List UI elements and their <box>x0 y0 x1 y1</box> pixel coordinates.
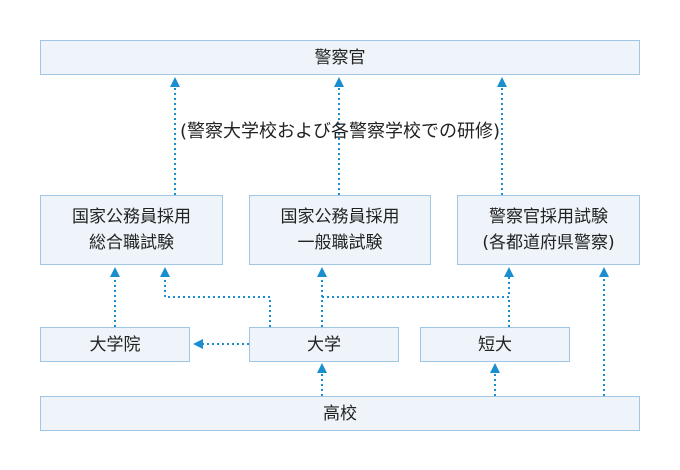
node-daigaku: 大学 <box>249 327 399 362</box>
node-daigakuin-label: 大学院 <box>89 334 141 355</box>
node-keisatsukan-saiyou: 警察官採用試験 (各都道府県警察) <box>457 195 640 265</box>
node-kokka-ippan-line2: 一般職試験 <box>297 233 383 253</box>
node-keisatsukan: 警察官 <box>40 40 640 75</box>
node-tandai-label: 短大 <box>478 334 512 355</box>
node-daigakuin: 大学院 <box>40 327 190 362</box>
node-kokka-ippan-line1: 国家公務員採用 <box>280 207 400 227</box>
node-koukou: 高校 <box>40 396 640 431</box>
connector-daigaku-to-saiyou <box>322 267 514 298</box>
node-kokka-ippan: 国家公務員採用 一般職試験 <box>249 195 431 265</box>
node-keisatsukan-saiyou-line2: (各都道府県警察) <box>482 233 615 253</box>
node-koukou-label: 高校 <box>323 403 357 424</box>
node-tandai: 短大 <box>420 327 570 362</box>
connector-daigaku-to-sougou <box>160 267 271 327</box>
node-keisatsukan-label: 警察官 <box>314 47 366 68</box>
training-note: (警察大学校および各警察学校での研修) <box>179 121 501 142</box>
node-kokka-sougou-line2: 総合職試験 <box>89 233 174 253</box>
node-daigaku-label: 大学 <box>307 334 341 355</box>
node-keisatsukan-saiyou-line1: 警察官採用試験 <box>489 207 608 227</box>
node-kokka-sougou: 国家公務員採用 総合職試験 <box>40 195 223 265</box>
node-kokka-sougou-line1: 国家公務員採用 <box>72 207 191 227</box>
